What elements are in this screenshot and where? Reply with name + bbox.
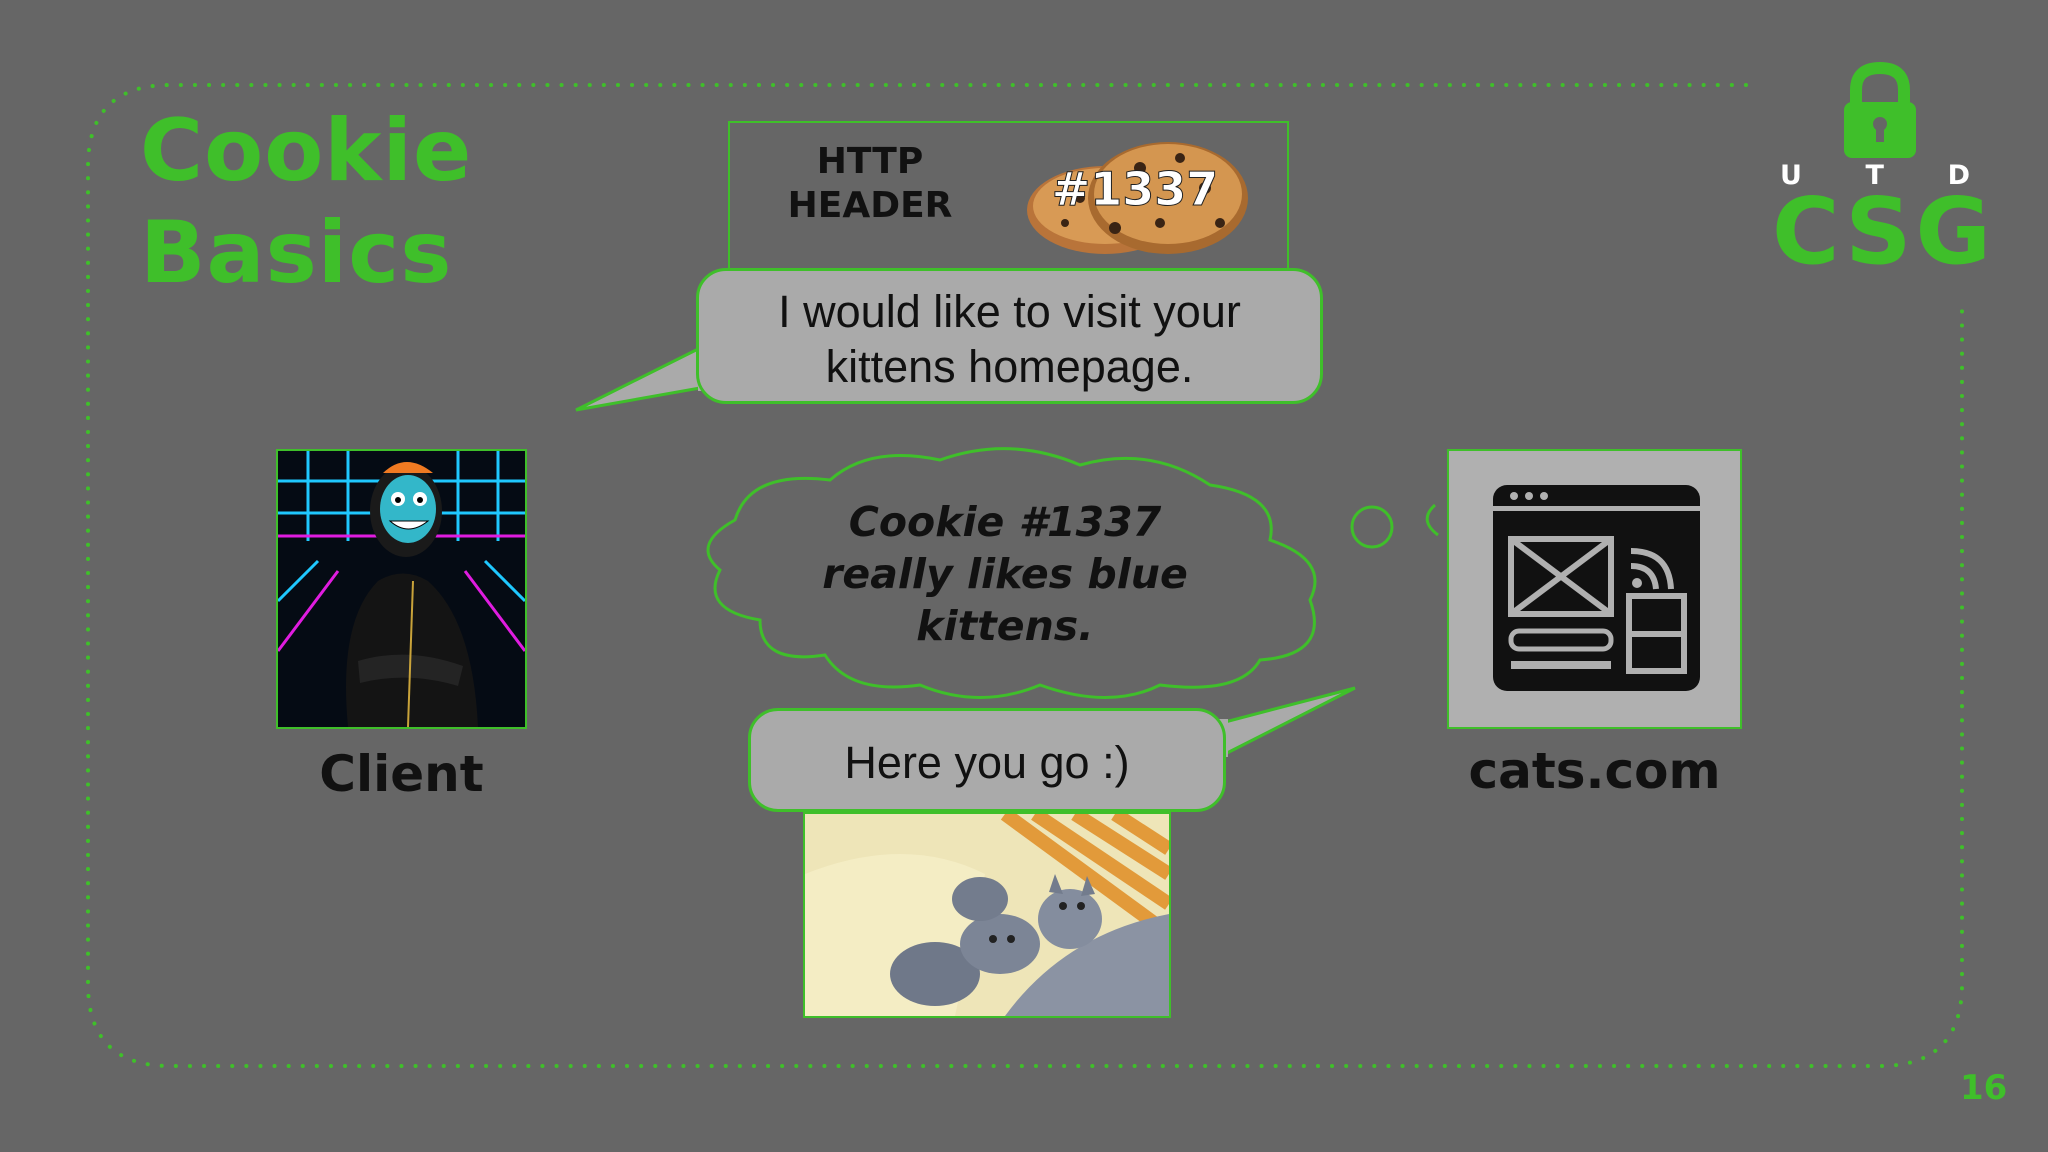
logo-letter-d: D: [1947, 160, 1970, 191]
request-bubble: I would like to visit your kittens homep…: [696, 268, 1323, 404]
hacker-avatar: [276, 449, 527, 729]
page-number: 16: [1960, 1068, 2008, 1108]
kittens-photo: [803, 812, 1171, 1018]
http-header-line-1: HTTP: [816, 141, 924, 182]
thought-text: Cookie #1337 really likes blue kittens.: [790, 496, 1220, 652]
logo-csg: CSG: [1772, 178, 1995, 285]
thought-line-3: kittens.: [916, 602, 1094, 650]
title-line-1: Cookie: [140, 101, 473, 201]
request-line-1: I would like to visit your: [778, 286, 1241, 337]
slide-title: Cookie Basics: [140, 100, 472, 304]
logo-utd: U T D: [1780, 160, 1970, 191]
http-header-label: HTTP HEADER: [760, 140, 980, 228]
hacker-avatar-art: [278, 451, 525, 727]
thought-line-2: really likes blue: [822, 550, 1188, 598]
thought-dot-2: [1425, 503, 1439, 537]
cookie-image: #1337: [1027, 142, 1248, 254]
thought-dot-1: [1350, 505, 1394, 549]
response-bubble-tail: [1212, 686, 1356, 757]
thought-line-1: Cookie #1337: [848, 498, 1162, 546]
logo-letter-u: U: [1780, 160, 1802, 191]
lock-icon: [1844, 62, 1916, 158]
website-icon-art: [1493, 485, 1700, 691]
request-line-2: kittens homepage.: [825, 341, 1194, 392]
response-bubble: Here you go :): [748, 708, 1226, 812]
client-label: Client: [319, 745, 484, 803]
thought-cloud: [706, 447, 1439, 699]
website-icon: [1447, 449, 1742, 729]
cookie-label: #1337: [1052, 162, 1219, 216]
title-line-2: Basics: [140, 203, 453, 303]
logo-letter-t: T: [1865, 160, 1884, 191]
kittens-photo-art: [805, 814, 1169, 1016]
server-label: cats.com: [1468, 742, 1721, 800]
http-header-line-2: HEADER: [787, 185, 953, 226]
